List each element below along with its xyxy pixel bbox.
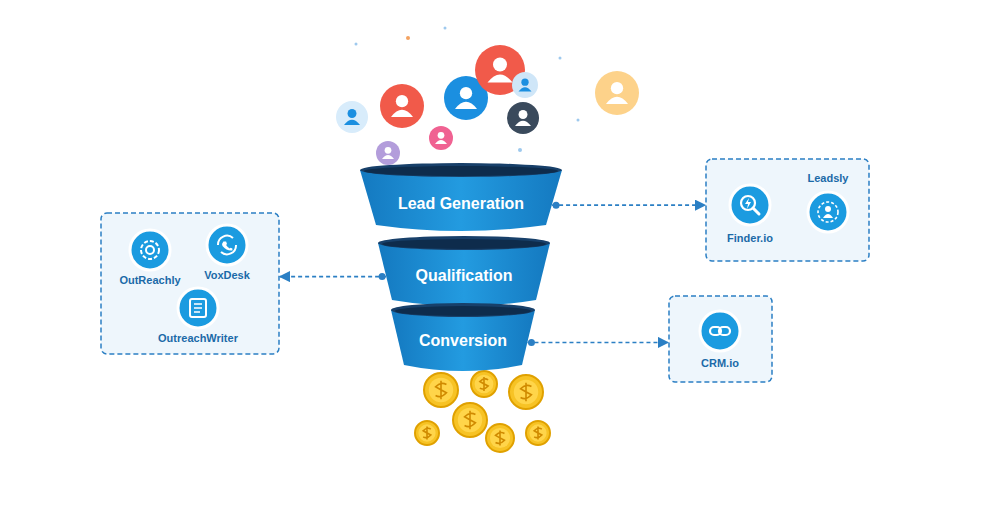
tool-box: Finder.io Leadsly	[705, 158, 870, 262]
stage-label: Lead Generation	[360, 195, 562, 213]
dashed-leader	[280, 276, 386, 278]
coin	[424, 373, 458, 407]
avatar	[336, 101, 368, 133]
avatar	[507, 102, 539, 134]
leader-connector	[527, 339, 668, 346]
dashed-panel	[668, 295, 773, 383]
funnel-band: Conversion	[391, 303, 535, 371]
tool-name: OutreachWriter	[158, 332, 238, 344]
coins	[415, 371, 550, 452]
tool-name: VoxDesk	[204, 269, 250, 281]
coin	[509, 375, 543, 409]
band-label-holder: Qualification	[378, 267, 550, 285]
sparkles	[355, 27, 580, 153]
leader-dot	[553, 202, 560, 209]
avatar	[595, 71, 639, 115]
leader-dot	[379, 273, 386, 280]
tool-name: OutReachly	[119, 274, 180, 286]
dashed-leader	[527, 342, 668, 344]
stage-label: Qualification	[378, 267, 550, 285]
avatar	[376, 141, 400, 165]
lead-avatars	[336, 45, 639, 165]
tool-icon	[700, 311, 740, 351]
band-label-holder: Conversion	[391, 332, 535, 350]
coin	[526, 421, 550, 445]
leader-dot	[528, 339, 535, 346]
tool-icon	[808, 192, 848, 232]
tool-icon	[178, 288, 218, 328]
coin	[415, 421, 439, 445]
leader-connector	[552, 202, 705, 209]
band-label-holder: Lead Generation	[360, 195, 562, 213]
leader-connector	[280, 273, 386, 280]
coin	[471, 371, 497, 397]
coin	[453, 403, 487, 437]
stage-label: Conversion	[391, 332, 535, 350]
tool-name: Leadsly	[808, 172, 849, 184]
tool-icon	[207, 225, 247, 265]
dashed-leader	[552, 204, 705, 206]
tool-name: Finder.io	[727, 232, 773, 244]
funnel-band: Lead Generation	[360, 163, 562, 231]
tool-name: CRM.io	[701, 357, 739, 369]
avatar	[512, 72, 538, 98]
tool-icon	[730, 185, 770, 225]
coin	[486, 424, 514, 452]
avatar	[429, 126, 453, 150]
tool-box: OutReachly VoxDeskOutreachWriter	[100, 212, 280, 355]
tool-icon	[130, 230, 170, 270]
avatar	[380, 84, 424, 128]
tool-box: CRM.io	[668, 295, 773, 383]
funnel-band: Qualification	[378, 236, 550, 306]
